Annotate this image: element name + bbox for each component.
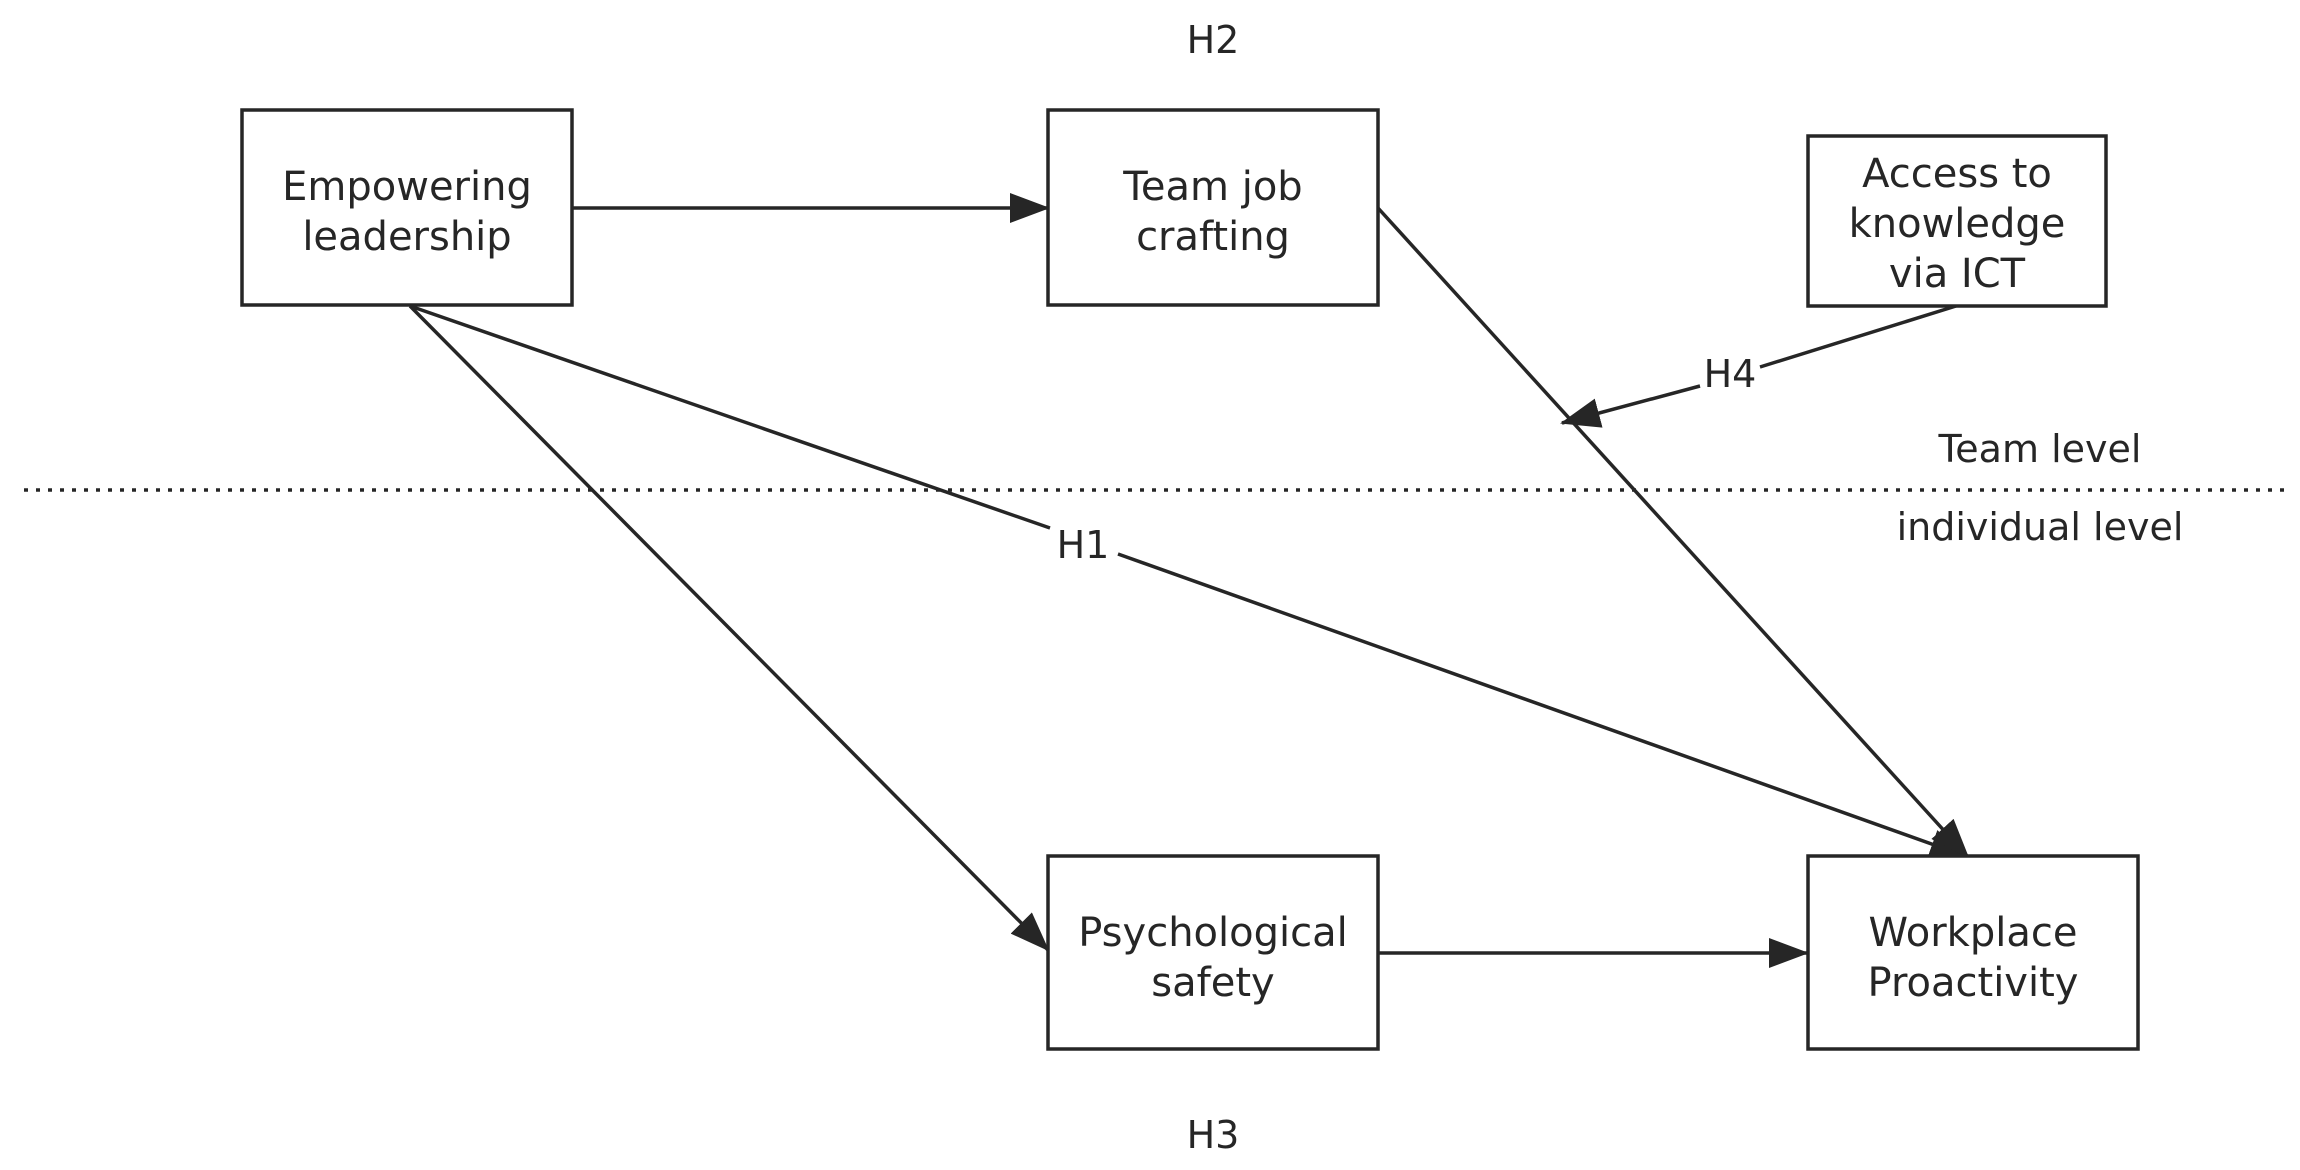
node-access-to-knowledge: Access to knowledge via ICT: [1806, 134, 2108, 308]
node-empowering-leadership-line2: leadership: [302, 214, 511, 260]
node-workplace-proactivity-line2: Proactivity: [1868, 960, 2079, 1006]
arrow-empowering-to-psychological-safety: [408, 304, 1050, 952]
arrow-access-knowledge-to-h4: [1759, 304, 1957, 369]
hypothesis-label-h2: H2: [1187, 18, 1240, 62]
node-workplace-proactivity-line1: Workplace: [1869, 910, 2078, 956]
node-psychological-safety-line2: safety: [1151, 960, 1274, 1006]
hypothesis-label-h3: H3: [1187, 1113, 1240, 1157]
hypothesis-label-h4: H4: [1704, 352, 1757, 396]
node-psychological-safety-line1: Psychological: [1078, 910, 1347, 956]
node-access-to-knowledge-line1: Access to: [1862, 151, 2052, 197]
node-empowering-leadership: Empowering leadership: [240, 108, 574, 307]
arrow-team-job-crafting-to-workplace-proactivity: [1376, 206, 1970, 859]
team-level-label: Team level: [1938, 427, 2142, 471]
node-team-job-crafting: Team job crafting: [1046, 108, 1380, 307]
node-empowering-leadership-line1: Empowering: [282, 164, 532, 210]
individual-level-label: individual level: [1897, 505, 2184, 549]
node-access-to-knowledge-line3: via ICT: [1889, 251, 2026, 297]
node-psychological-safety: Psychological safety: [1046, 854, 1380, 1051]
arrow-h4-moderation: [1560, 384, 1701, 428]
arrow-empowering-to-workplace-proactivity-h1: [409, 304, 1051, 530]
node-access-to-knowledge-line2: knowledge: [1849, 201, 2066, 247]
hypothesis-label-h1: H1: [1057, 523, 1110, 567]
node-workplace-proactivity: Workplace Proactivity: [1806, 854, 2140, 1051]
node-team-job-crafting-line2: crafting: [1136, 214, 1290, 260]
node-team-job-crafting-line1: Team job: [1122, 164, 1302, 210]
arrow-h1-to-workplace-proactivity: [1117, 552, 1970, 859]
